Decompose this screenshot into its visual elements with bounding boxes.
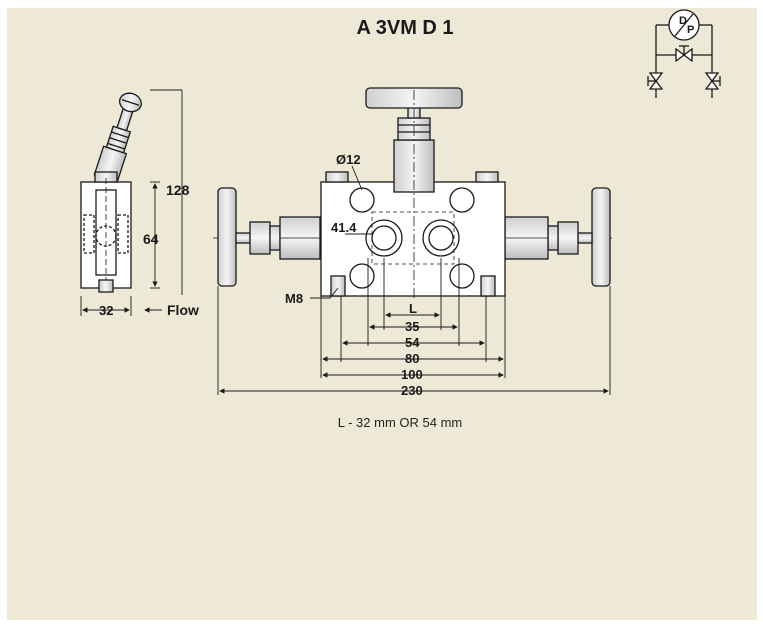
gauge-letter-p: P	[687, 24, 694, 36]
side-view-dimensions	[80, 89, 183, 316]
length-note: L - 32 mm OR 54 mm	[337, 415, 463, 430]
thread-label: M8	[285, 291, 303, 306]
drawing-title: A 3VM D 1	[356, 17, 454, 39]
port-diameter-label: Ø12	[336, 152, 361, 167]
flow-label: Flow	[167, 302, 199, 318]
valve-schematic	[647, 9, 721, 98]
dim-35-label: 35	[405, 319, 419, 334]
dim-l-label: L	[409, 301, 417, 316]
width-label: 32	[99, 303, 113, 318]
dim-100-label: 100	[401, 367, 423, 382]
height-label: 128	[166, 182, 190, 198]
front-view-dimension-lines	[217, 165, 611, 395]
offset-label: 41.4	[331, 220, 357, 235]
dim-80-label: 80	[405, 351, 419, 366]
front-view	[213, 87, 612, 300]
dim-230-label: 230	[401, 383, 423, 398]
gauge-letter-d: D	[679, 15, 687, 27]
body-height-label: 64	[143, 231, 159, 247]
side-view	[80, 92, 142, 295]
dim-54-label: 54	[405, 335, 420, 350]
